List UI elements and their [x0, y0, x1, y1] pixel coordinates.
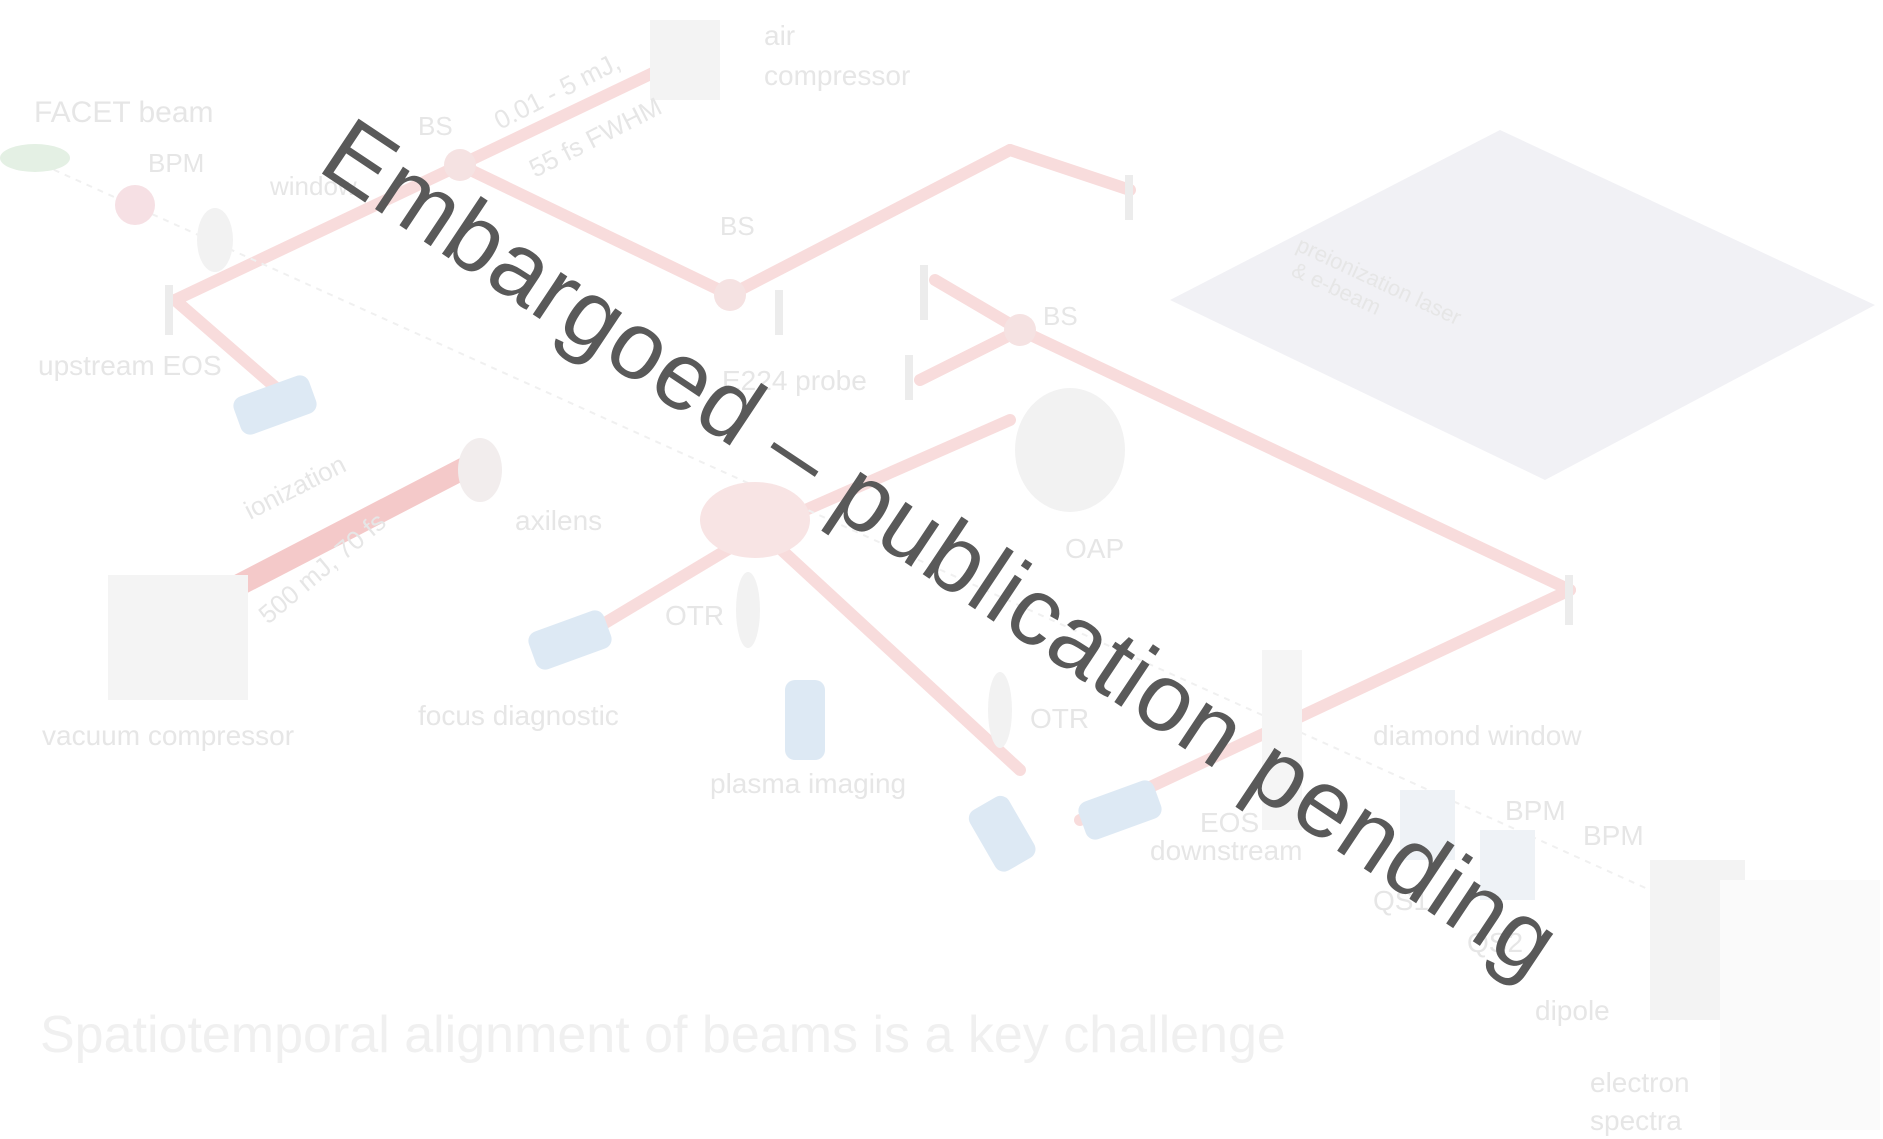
facet-beam-source-icon	[0, 144, 70, 172]
mirror-delay-1	[1125, 175, 1133, 220]
mirror-upstream	[165, 285, 173, 335]
slide-caption: Spatiotemporal alignment of beams is a k…	[40, 1006, 1286, 1064]
electron-spectra-screen	[1720, 880, 1880, 1130]
beam-delay-to-right-bs	[929, 274, 1026, 336]
label-e224-probe: E224 probe	[722, 365, 867, 396]
vacuum-compressor-icon	[108, 575, 248, 700]
label-bs-mid: BS	[720, 211, 755, 241]
mirror-e224	[775, 290, 783, 335]
camera-eos-downstream	[1078, 780, 1162, 840]
bs-top-icon	[444, 149, 476, 181]
camera-plasma-imaging	[785, 680, 825, 760]
camera-focus-diagnostic	[528, 610, 612, 670]
label-qs1: QS1	[1373, 885, 1429, 916]
label-air-compressor-1: air	[764, 20, 795, 51]
beam-mid-bs-to-delay	[724, 144, 1016, 301]
beam-right-bs-to-oap	[914, 324, 1026, 386]
beam-right-bs-to-far-mirror	[1014, 324, 1576, 596]
label-electron-spectra-1: electron	[1590, 1067, 1690, 1098]
label-ionization: ionization	[239, 449, 351, 526]
label-qs2: QS2	[1467, 927, 1523, 958]
label-diamond-window: diamond window	[1373, 720, 1582, 751]
label-eos-downstream-2: downstream	[1150, 835, 1303, 866]
label-bpm-right-2: BPM	[1583, 820, 1644, 851]
beam-upstream-eos	[169, 294, 296, 406]
label-vacuum-compressor: vacuum compressor	[42, 720, 294, 751]
label-bs-top: BS	[418, 111, 453, 141]
simulation-panel	[1170, 130, 1875, 480]
beam-delay-return	[1004, 144, 1136, 196]
otr-right-icon	[988, 672, 1012, 748]
label-otr-right: OTR	[1030, 703, 1089, 734]
axilens-icon	[458, 438, 502, 502]
beam-bs-to-upstream	[169, 159, 466, 306]
label-eos-downstream-1: EOS	[1200, 807, 1259, 838]
mirror-far-right	[1565, 575, 1573, 625]
camera-otr	[968, 795, 1036, 872]
beam-far-mirror-return	[1074, 584, 1576, 826]
label-otr-left: OTR	[665, 600, 724, 631]
label-window: window	[269, 171, 357, 201]
bpm-left-icon	[115, 185, 155, 225]
camera-upstream-eos	[233, 375, 317, 435]
diamond-window-icon	[1262, 650, 1302, 830]
mirror-left-2	[905, 355, 913, 400]
beam-focus-to-otr	[754, 524, 1026, 776]
bs-right-icon	[1004, 314, 1036, 346]
label-oap: OAP	[1065, 533, 1124, 564]
qs1-icon	[1400, 790, 1455, 860]
mirror-delay-2	[920, 265, 928, 320]
plasma-focus-region	[700, 482, 810, 558]
label-plasma-imaging: plasma imaging	[710, 768, 906, 799]
air-compressor-icon	[650, 20, 720, 100]
oap-icon	[1015, 388, 1125, 512]
label-bpm-left: BPM	[148, 148, 204, 178]
window-icon	[197, 208, 233, 272]
ionization-laser-beam	[199, 449, 491, 611]
label-axilens: axilens	[515, 505, 602, 536]
label-dipole: dipole	[1535, 995, 1610, 1026]
label-focus-diagnostic: focus diagnostic	[418, 700, 619, 731]
beam-bs-to-mid-bs	[454, 159, 736, 301]
beam-air-compressor-to-bs	[454, 54, 686, 171]
otr-left-icon	[736, 572, 760, 648]
label-electron-spectra-2: spectra	[1590, 1105, 1682, 1136]
label-facet-beam: FACET beam	[34, 96, 214, 129]
qs2-icon	[1480, 830, 1535, 900]
label-bpm-right-1: BPM	[1505, 795, 1566, 826]
bs-mid-icon	[714, 279, 746, 311]
label-upstream-eos: upstream EOS	[38, 350, 222, 381]
label-bs-right: BS	[1043, 301, 1078, 331]
label-air-compressor-2: compressor	[764, 60, 910, 91]
